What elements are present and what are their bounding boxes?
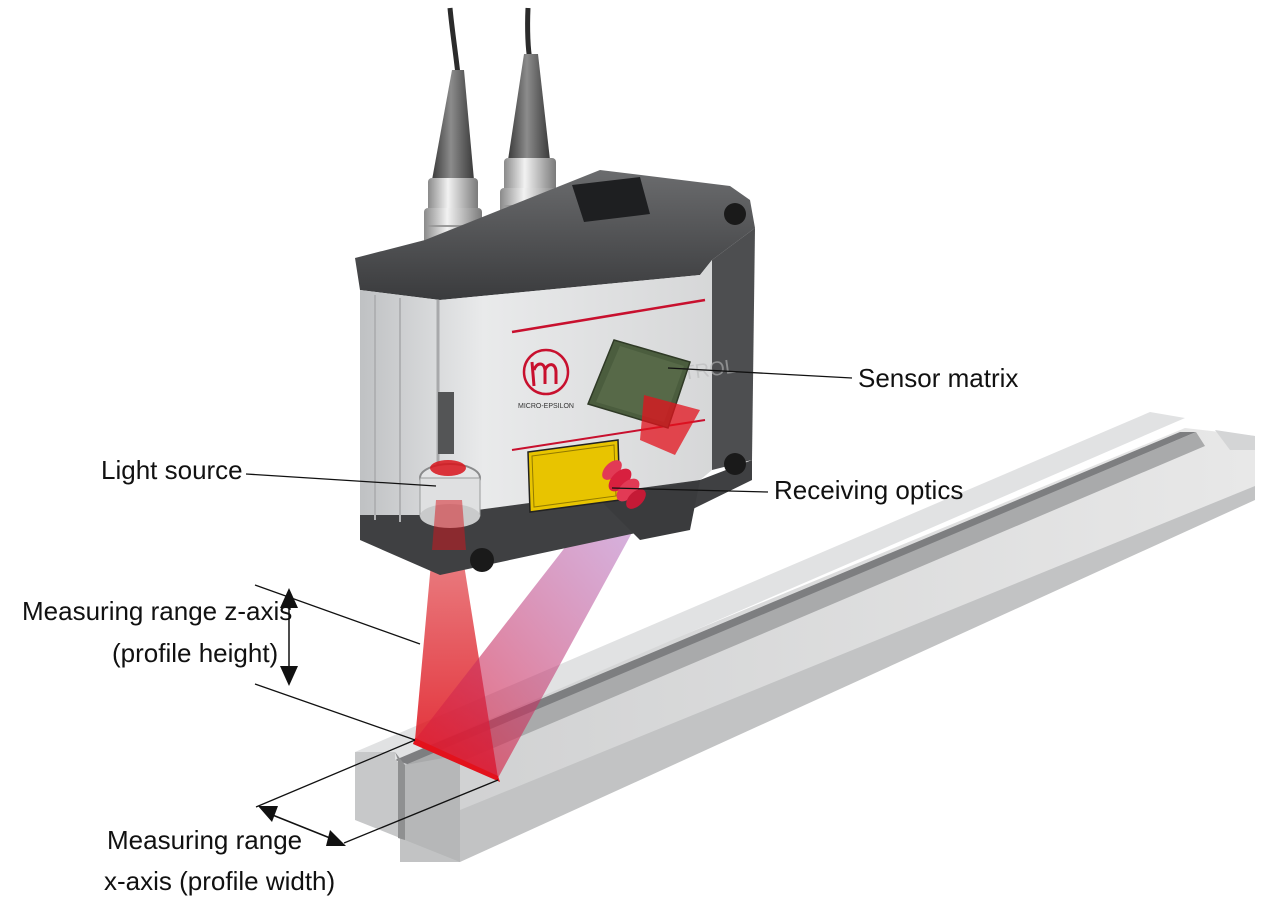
profile-rail — [355, 412, 1255, 862]
label-sensor-matrix: Sensor matrix — [858, 363, 1019, 393]
label-z-axis-line2: (profile height) — [112, 638, 279, 668]
label-x-axis-line2: x-axis (profile width) — [104, 866, 336, 896]
label-x-axis-line1: Measuring range — [107, 825, 303, 855]
light-source — [419, 392, 481, 550]
laser-line-on-target — [413, 738, 500, 782]
leader-lines — [245, 367, 853, 844]
label-z-axis-line1: Measuring range z-axis — [22, 596, 293, 626]
reflected-beam — [415, 505, 640, 778]
svg-text:MICRO-EPSILON: MICRO-EPSILON — [518, 403, 574, 410]
label-light-source: Light source — [101, 455, 243, 485]
label-receiving-optics: Receiving optics — [774, 475, 964, 505]
x-axis-dimension-arrow — [258, 806, 346, 846]
z-axis-dimension-arrow — [280, 588, 298, 686]
receiving-optics-lenses — [602, 395, 700, 509]
